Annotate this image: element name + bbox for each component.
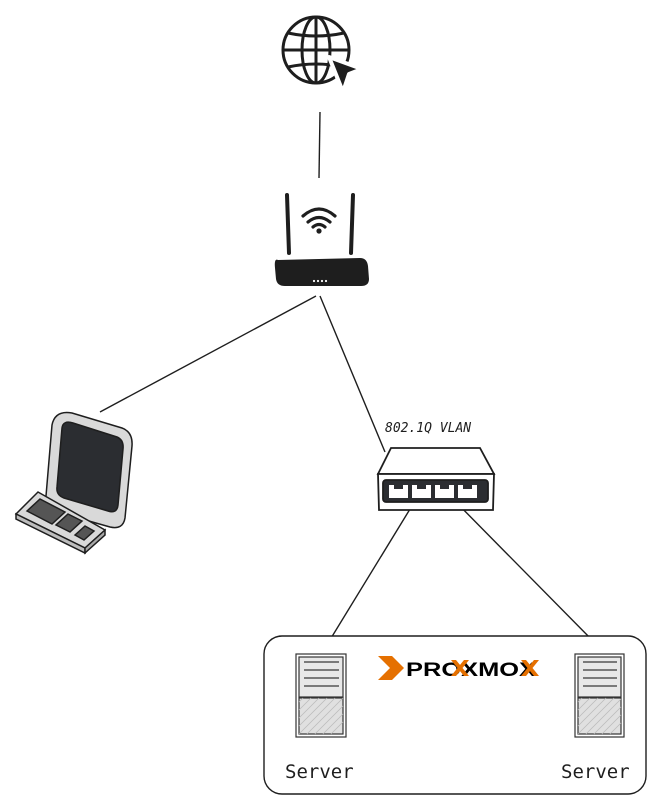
connections [99, 111, 597, 649]
wifi-signal-icon [301, 207, 337, 229]
proxmox-x-accents [451, 660, 539, 676]
link-switch-server-right [447, 493, 597, 645]
proxmox-host-box [263, 635, 647, 795]
server-left: Server [285, 653, 354, 783]
proxmox-logo-text: PROXMOX [406, 660, 536, 681]
network-switch-icon [376, 447, 496, 511]
switch-label: 802.1Q VLAN [385, 421, 471, 436]
proxmox-x-mark-icon [378, 656, 404, 680]
globe-cursor-icon [281, 15, 364, 94]
server-right: Server [561, 653, 630, 783]
proxmox-logo: PROXMOX [378, 656, 539, 681]
link-router-switch [319, 295, 386, 453]
wifi-router-icon [274, 193, 369, 286]
link-switch-server-left [324, 495, 419, 649]
server-right-label: Server [561, 761, 630, 783]
desktop-computer-icon [14, 411, 133, 555]
server-icon [574, 653, 625, 738]
server-icon [295, 653, 347, 738]
link-router-computer [99, 295, 317, 413]
link-globe-router [318, 111, 321, 179]
server-left-label: Server [285, 761, 354, 783]
